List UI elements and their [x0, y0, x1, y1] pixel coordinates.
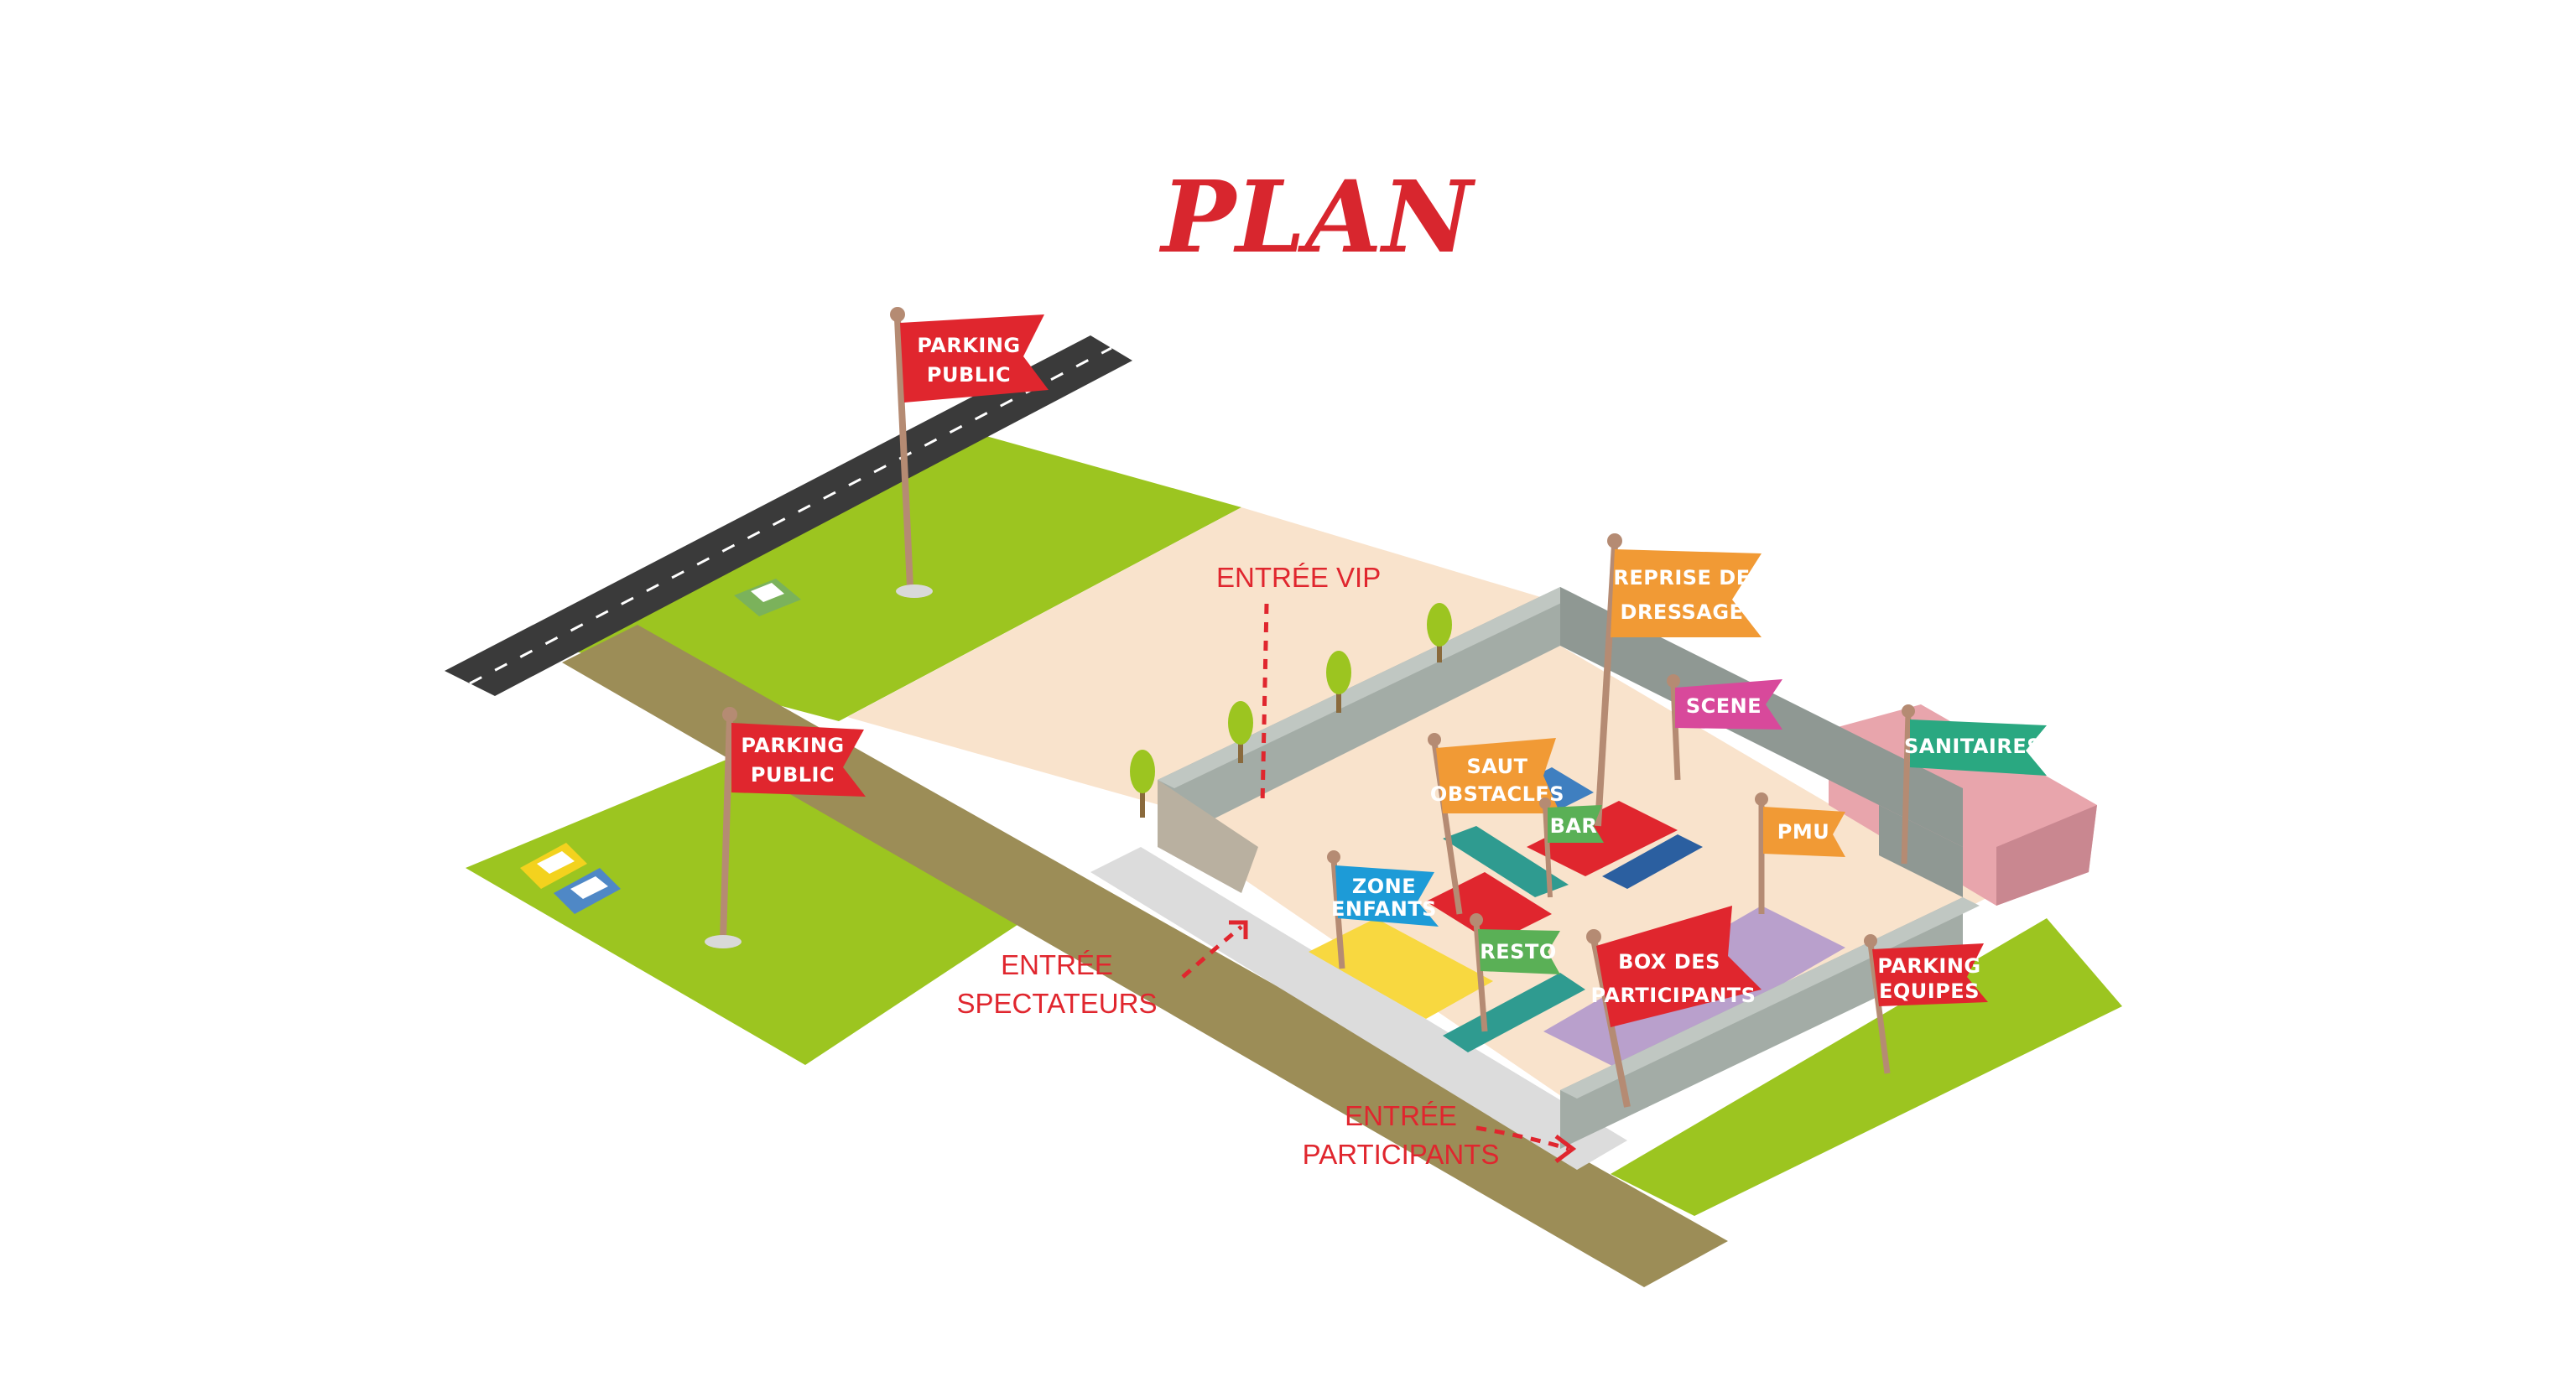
flag-parking-equipes: PARKING EQUIPES — [1864, 934, 1988, 1074]
svg-text:EQUIPES: EQUIPES — [1879, 979, 1980, 1003]
svg-text:DRESSAGE: DRESSAGE — [1621, 600, 1744, 624]
car-yellow — [520, 843, 587, 889]
teal-bench-2 — [1443, 973, 1585, 1052]
svg-text:ZONE: ZONE — [1352, 875, 1416, 898]
flag-box-des-participants: BOX DES PARTICIPANTS — [1586, 906, 1762, 1108]
svg-text:ENFANTS: ENFANTS — [1331, 897, 1437, 921]
grass-area-top — [554, 428, 1241, 721]
flag-bar: BAR — [1539, 797, 1604, 898]
entrance-spectateurs: ENTRÉE SPECTATEURS — [957, 920, 1248, 1019]
bar-area — [1527, 801, 1678, 876]
svg-text:PARKING: PARKING — [917, 334, 1020, 357]
flag-reprise-de-dressage: REPRISE DE DRESSAGE — [1595, 533, 1762, 827]
zone-enfants-area — [1309, 918, 1493, 1019]
flag-parking-public-top: PARKING PUBLIC — [890, 307, 1049, 598]
flag-sanitaires: SANITAIRES — [1901, 704, 2047, 865]
tree-2 — [1228, 701, 1253, 763]
cobblestone-strip — [1090, 847, 1627, 1170]
flag-saut-obstacles: SAUT OBSTACLES — [1428, 733, 1564, 915]
svg-text:SPECTATEURS: SPECTATEURS — [957, 988, 1158, 1019]
wall-back — [1158, 587, 1560, 847]
svg-text:PUBLIC: PUBLIC — [927, 363, 1011, 387]
plan-title: PLAN — [1158, 158, 1475, 275]
entrance-vip: ENTRÉE VIP — [1216, 562, 1381, 806]
wall-left-front — [1158, 780, 1258, 893]
svg-text:SANITAIRES: SANITAIRES — [1904, 735, 2042, 758]
wall-front-top — [1560, 897, 1980, 1099]
car-green — [734, 579, 801, 616]
flag-pmu: PMU — [1755, 792, 1845, 914]
car-blue — [554, 868, 621, 914]
sand-edge — [839, 721, 1174, 826]
entrance-participants: ENTRÉE PARTICIPANTS — [1303, 1100, 1577, 1170]
svg-text:PARTICIPANTS: PARTICIPANTS — [1591, 984, 1756, 1007]
sanitaires-block-side — [1996, 805, 2097, 906]
road-marking — [469, 346, 1112, 685]
flag-resto: RESTO — [1470, 913, 1560, 1032]
teal-bench-1 — [1443, 826, 1569, 897]
svg-text:REPRISE DE: REPRISE DE — [1613, 566, 1750, 590]
svg-text:RESTO: RESTO — [1480, 940, 1556, 964]
svg-text:PARKING: PARKING — [1877, 954, 1980, 978]
flag-scene: SCENE — [1667, 674, 1782, 781]
tree-1 — [1130, 750, 1155, 818]
svg-text:PARKING: PARKING — [741, 734, 844, 757]
svg-text:SCENE: SCENE — [1686, 694, 1762, 718]
blue-bench — [1602, 834, 1703, 889]
flag-parking-public-left: PARKING PUBLIC — [705, 707, 866, 948]
svg-text:BOX DES: BOX DES — [1618, 950, 1720, 974]
svg-text:BAR: BAR — [1550, 814, 1598, 838]
svg-text:PMU: PMU — [1777, 820, 1829, 844]
svg-text:ENTRÉE: ENTRÉE — [1345, 1100, 1457, 1131]
wall-right-lower — [1879, 805, 1963, 897]
svg-text:PUBLIC: PUBLIC — [751, 763, 835, 787]
svg-text:ENTRÉE: ENTRÉE — [1001, 949, 1113, 980]
svg-text:SAUT: SAUT — [1467, 755, 1528, 778]
grass-area-left — [466, 755, 1040, 1065]
grass-area-right — [1611, 918, 2122, 1216]
svg-text:PARTICIPANTS: PARTICIPANTS — [1303, 1139, 1500, 1170]
tree-4 — [1427, 603, 1452, 662]
flag-zone-enfants: ZONE ENFANTS — [1327, 850, 1439, 969]
svg-text:ENTRÉE VIP: ENTRÉE VIP — [1216, 562, 1381, 593]
sand-area — [847, 507, 1577, 809]
tree-3 — [1326, 651, 1351, 713]
